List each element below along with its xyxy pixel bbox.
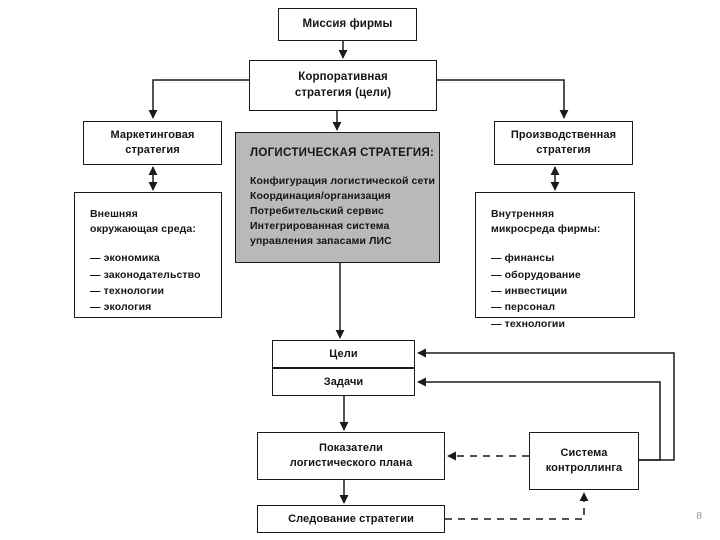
node-indicators-line2: логистического плана (289, 457, 413, 469)
node-logistics-item-4: управления запасами ЛИС (250, 234, 392, 247)
node-logistics-title: ЛОГИСТИЧЕСКАЯ СТРАТЕГИЯ: (250, 147, 435, 159)
node-logistics-item-3: Интегрированная система (250, 219, 390, 232)
node-tasks[interactable]: Задачи (272, 368, 415, 396)
node-external-environment[interactable]: Внешняя окружающая среда: — экономика — … (74, 192, 222, 318)
node-tasks-line1: Задачи (323, 375, 364, 388)
node-goals[interactable]: Цели (272, 340, 415, 368)
edge-corporate-production (437, 79, 569, 119)
edge-controlling-tasks (417, 377, 661, 461)
node-logistics-strategy[interactable]: ЛОГИСТИЧЕСКАЯ СТРАТЕГИЯ: Конфигурация ло… (235, 132, 440, 263)
node-goals-line1: Цели (329, 347, 358, 360)
node-internal-heading-line2: микросреда фирмы: (491, 223, 601, 236)
node-mission[interactable]: Миссия фирмы (278, 8, 417, 41)
node-strategy-following[interactable]: Следование стратегии (257, 505, 445, 533)
node-mission-line1: Миссия фирмы (302, 17, 393, 30)
node-internal-item-4: — технологии (491, 317, 566, 330)
node-internal-item-3: — персонал (491, 301, 556, 314)
node-corporate-line1: Корпоративная (298, 71, 388, 84)
node-internal-item-0: — финансы (491, 252, 555, 265)
node-controlling-line2: контроллинга (545, 462, 623, 474)
node-external-item-2: — технологии (90, 284, 165, 297)
node-follow-line1: Следование стратегии (288, 512, 414, 525)
node-external-item-1: — законодательство (90, 268, 201, 281)
node-internal-item-1: — оборудование (491, 268, 581, 281)
node-logistics-plan-indicators[interactable]: Показатели логистического плана (257, 432, 445, 480)
node-external-item-0: — экономика (90, 252, 160, 265)
node-corporate-strategy[interactable]: Корпоративная стратегия (цели) (249, 60, 437, 111)
node-internal-item-2: — инвестиции (491, 284, 568, 297)
node-indicators-line1: Показатели (318, 442, 384, 455)
page-number: 8 (696, 510, 703, 522)
node-production-line2: стратегия (536, 144, 591, 156)
node-production-line1: Производственная (510, 129, 617, 142)
node-production-strategy[interactable]: Производственная стратегия (494, 121, 633, 165)
node-internal-microenvironment[interactable]: Внутренняя микросреда фирмы: — финансы —… (475, 192, 635, 330)
node-internal-heading-line1: Внутренняя (491, 208, 555, 220)
node-marketing-strategy[interactable]: Маркетинговая стратегия (83, 121, 222, 165)
node-external-item-3: — экология (90, 301, 152, 314)
edge-follow-controlling (445, 492, 589, 520)
node-logistics-item-2: Потребительский сервис (250, 204, 384, 217)
node-controlling-system[interactable]: Система контроллинга (529, 432, 639, 490)
node-logistics-item-1: Координация/организация (250, 190, 391, 203)
node-external-heading-line1: Внешняя (90, 208, 138, 220)
node-marketing-line2: стратегия (125, 144, 180, 156)
node-marketing-line1: Маркетинговая (110, 129, 195, 142)
node-corporate-line2: стратегия (цели) (294, 86, 392, 99)
node-logistics-item-0: Конфигурация логистической сети (250, 175, 436, 188)
node-controlling-line1: Система (560, 447, 608, 460)
node-external-heading-line2: окружающая среда: (90, 223, 196, 236)
edge-corporate-marketing (148, 79, 249, 119)
